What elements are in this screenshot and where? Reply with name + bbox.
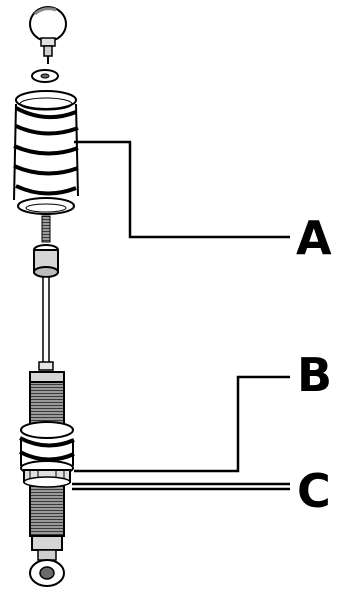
spring-seat-icon [19,421,75,476]
washer-icon [31,69,59,83]
leader-line-c [72,482,290,491]
callout-label-c: C [297,464,331,518]
rod-thread-icon [41,215,51,243]
top-ball-joint-icon [29,6,67,64]
leader-line-a [74,140,290,239]
leader-line-b [74,375,290,473]
rod-cap-icon [33,244,59,278]
damper-body-icon [29,371,65,551]
coil-spring-icon [13,90,79,215]
adjuster-collar-icon [23,469,71,488]
bottom-eye-mount-icon [29,549,65,587]
callout-label-a: A [296,211,332,265]
callout-label-b: B [297,348,333,402]
piston-rod-icon [38,276,54,371]
